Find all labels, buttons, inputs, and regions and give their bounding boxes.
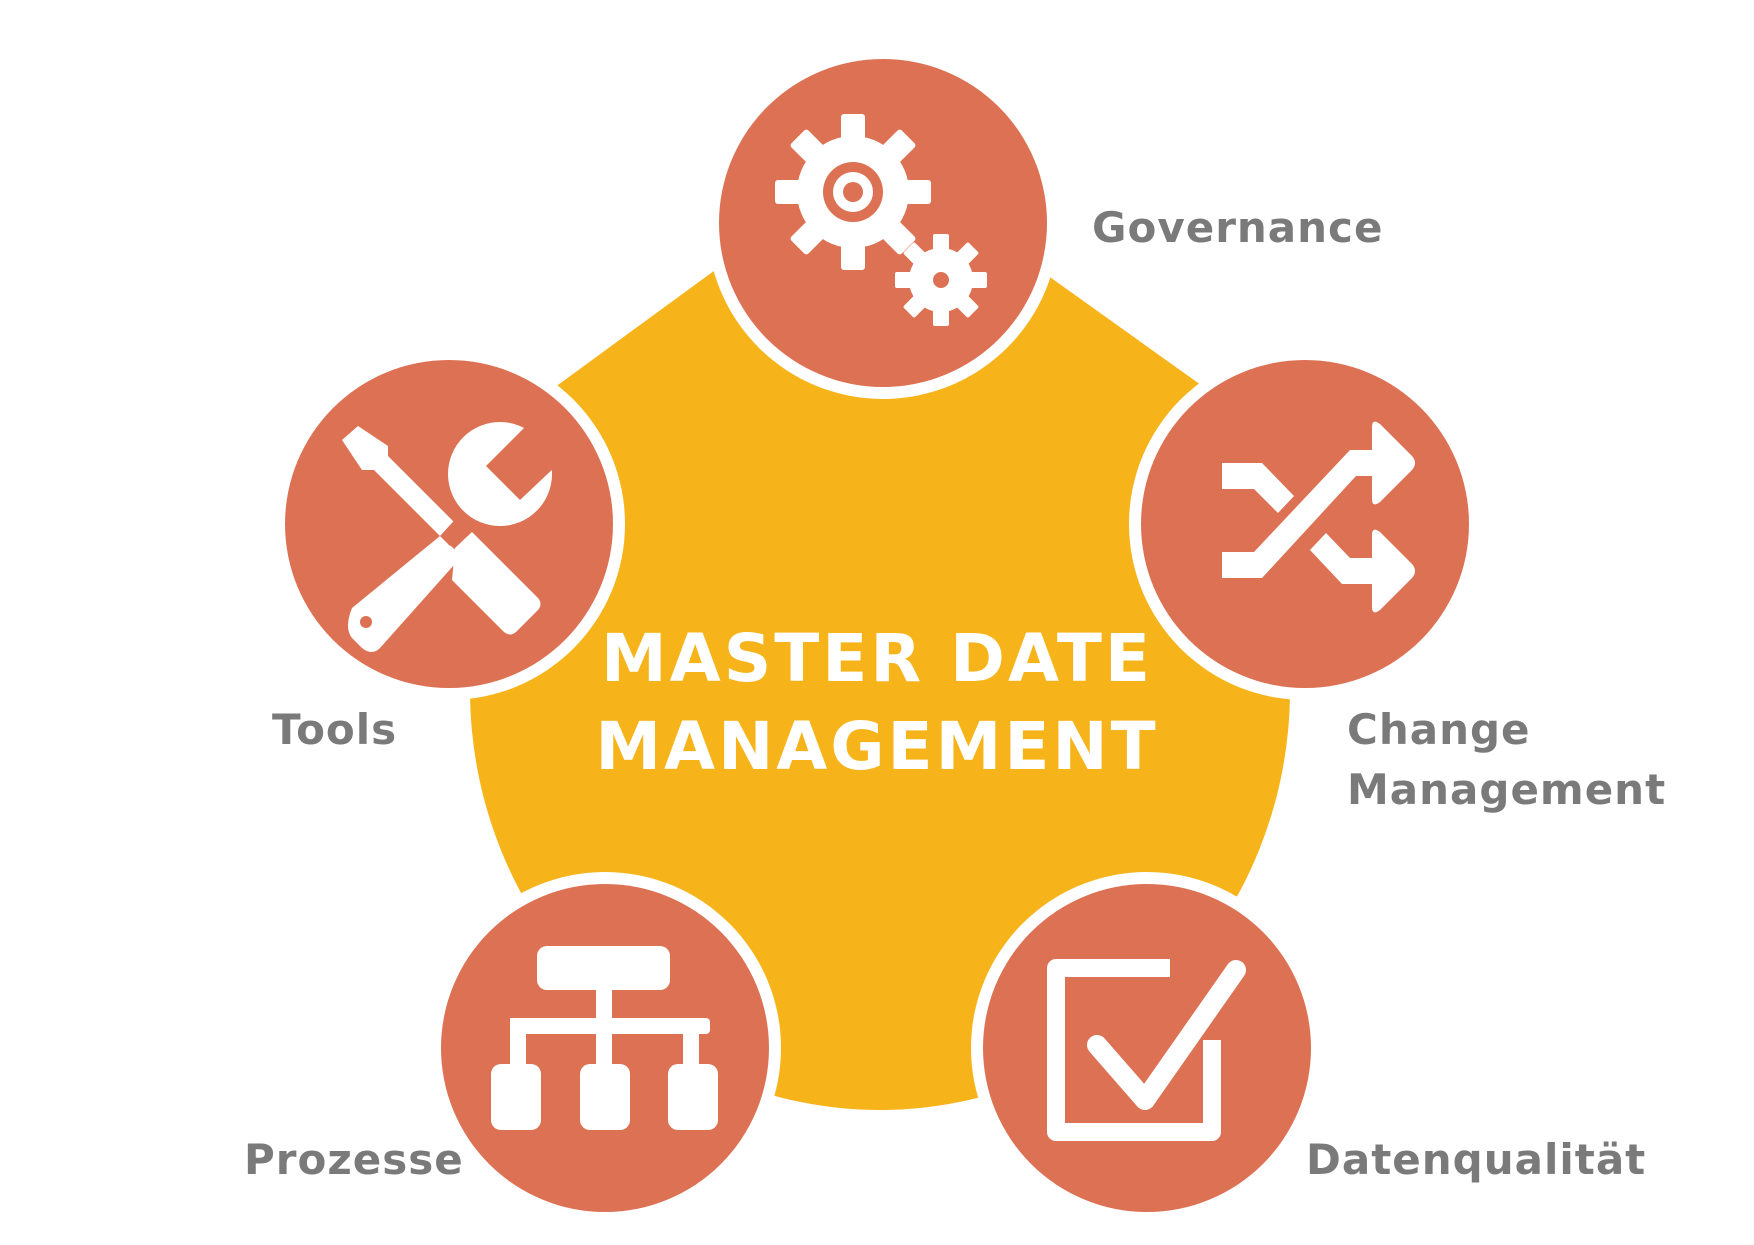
diagram-title: MASTER DATE MANAGEMENT bbox=[0, 615, 1754, 791]
node-datenqualitaet bbox=[971, 872, 1323, 1224]
shuffle-arrows-icon bbox=[1222, 421, 1415, 613]
label-change-line-2: Management bbox=[1347, 765, 1667, 814]
label-prozesse: Prozesse bbox=[244, 1135, 464, 1184]
wrench-screwdriver-icon bbox=[342, 422, 556, 652]
title-line-2: MANAGEMENT bbox=[595, 708, 1159, 785]
title-line-1: MASTER DATE bbox=[600, 620, 1154, 697]
checkbox-checked-icon bbox=[1047, 959, 1246, 1141]
node-change-management bbox=[1129, 348, 1481, 700]
label-change-line-1: Change bbox=[1347, 705, 1531, 754]
label-change-management: Change Management bbox=[1347, 700, 1666, 820]
node-prozesse bbox=[429, 872, 781, 1224]
gears-icon bbox=[775, 114, 987, 326]
node-tools bbox=[273, 348, 625, 700]
label-governance: Governance bbox=[1092, 203, 1384, 252]
node-governance bbox=[707, 47, 1059, 399]
label-datenqualitaet: Datenqualität bbox=[1306, 1135, 1647, 1184]
org-chart-icon bbox=[491, 946, 718, 1130]
label-tools: Tools bbox=[272, 705, 398, 754]
